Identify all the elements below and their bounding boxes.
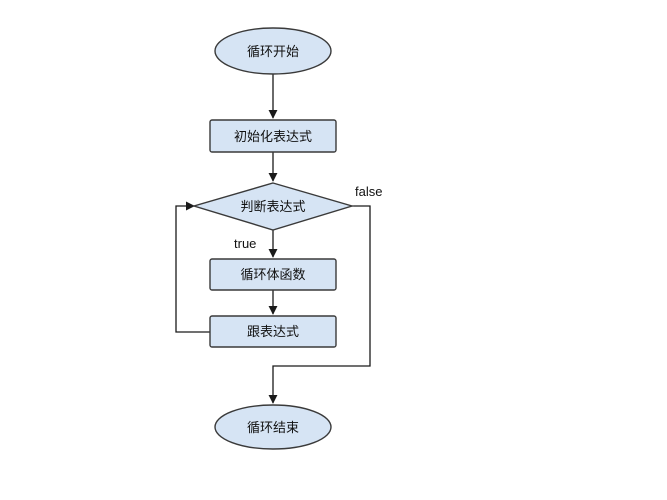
- node-condition: 判断表达式: [191, 182, 355, 231]
- edges: [175, 74, 371, 404]
- node-update-expression: 跟表达式: [209, 315, 337, 348]
- node-loop-end-label: 循环结束: [247, 421, 299, 436]
- node-loop-body-label: 循环体函数: [240, 268, 305, 283]
- edge-condition-to-end: [268, 205, 371, 404]
- node-init-expression-label: 初始化表达式: [234, 130, 312, 145]
- node-loop-end: 循环结束: [214, 404, 332, 450]
- edge-label-false: false: [355, 184, 382, 199]
- node-loop-start-label: 循环开始: [247, 45, 299, 60]
- node-update-expression-label: 跟表达式: [247, 325, 299, 340]
- node-loop-body: 循环体函数: [209, 258, 337, 291]
- node-init-expression: 初始化表达式: [209, 119, 337, 153]
- edge-update-loop-back: [175, 201, 210, 333]
- edge-label-true: true: [234, 236, 256, 251]
- node-condition-label: 判断表达式: [240, 200, 305, 215]
- node-loop-start: 循环开始: [214, 27, 332, 75]
